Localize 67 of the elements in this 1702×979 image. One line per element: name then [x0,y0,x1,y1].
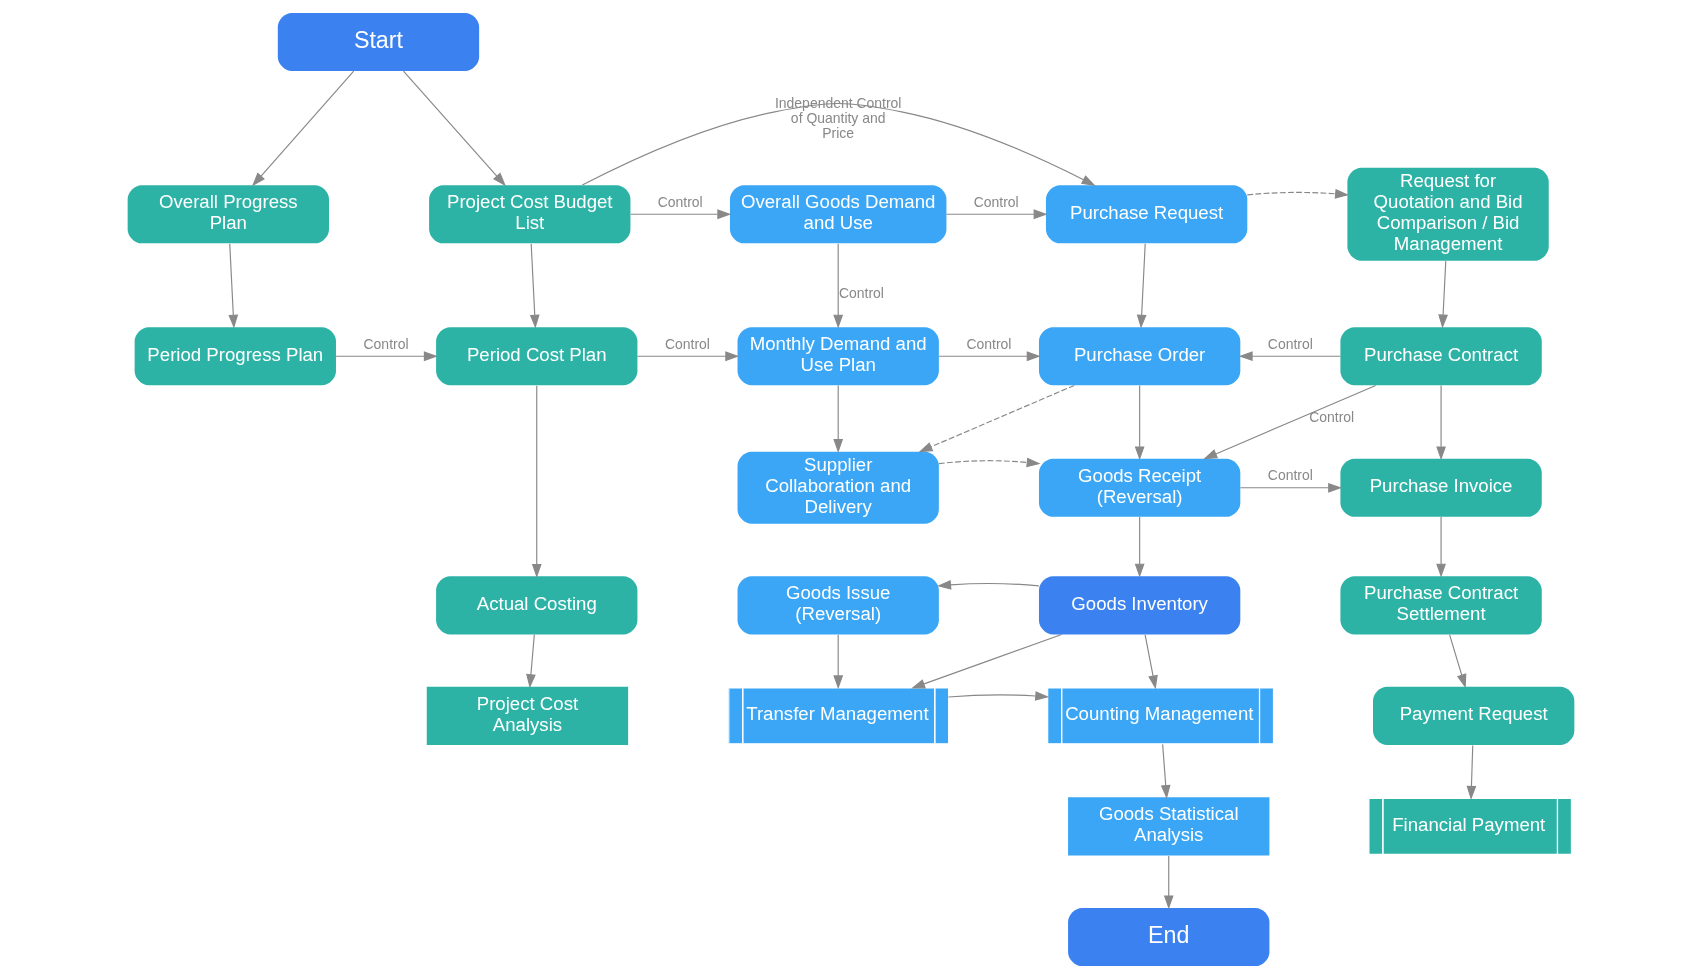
node-box: Monthly Demand and Use Plan [737,327,939,386]
arrow [335,351,438,362]
node-box: Project Cost Analysis [426,686,629,745]
arrow [938,351,1041,362]
arrow [918,384,1075,453]
arrow [1203,384,1377,460]
arrow [1238,351,1341,362]
node-box: Goods Inventory [1038,576,1241,635]
arrow [1134,516,1145,578]
arrow [1438,260,1448,329]
arrow [1246,188,1350,199]
node-box: Purchase Order [1038,327,1241,386]
arrow [945,209,1048,220]
edge-label: Control [657,193,703,210]
arrow [402,70,506,187]
edge-label: Control [1267,335,1313,352]
node-box: Request for Quotation and Bid Comparison / Bid Management [1347,167,1549,261]
edge-label: Control [838,284,884,301]
node-box: Actual Costing [436,576,638,635]
node-box: Goods Issue (Reversal) [737,576,939,635]
arrow [833,243,844,329]
arrow [947,691,1050,701]
arrow [938,457,1041,468]
arrow [228,243,239,329]
node-box: Purchase Contract Settlement [1340,576,1542,635]
node-box: End [1068,907,1270,967]
node-box: Start [277,12,480,72]
node-box: Overall Goods Demand and Use [729,185,947,244]
node-box: Purchase Contract [1340,327,1542,386]
arrow [937,579,1040,590]
arrow [636,351,740,362]
arrow [252,70,355,187]
node-box: Supplier Collaboration and Delivery [737,451,939,524]
edge-label: Control [363,335,409,352]
arrow [1136,243,1147,329]
node-box: Payment Request [1373,686,1575,745]
node-box: Overall Progress Plan [127,185,329,244]
arrow [833,384,844,453]
arrow [1134,384,1145,461]
arrow [833,634,844,690]
arrow [1163,855,1174,910]
arrow [531,385,542,578]
arrow [1466,744,1477,800]
node-box: Goods Receipt (Reversal) [1038,458,1241,517]
edge-label: Control [1309,409,1355,426]
arrow [1436,516,1446,578]
node-box: Project Cost Budget List [429,185,631,244]
node-box: Period Cost Plan [436,327,638,386]
arrow [529,243,540,329]
arrow [581,102,1096,186]
arrow [526,634,536,689]
arrow [1436,384,1446,461]
node-box: Period Progress Plan [134,327,336,386]
arrow [1239,482,1343,493]
arrow [1144,634,1158,690]
edge-label: Control [1267,467,1313,484]
arrow [630,209,732,220]
arrow [1449,634,1467,689]
edge-label: Independent Control of Quantity and Price [774,94,902,142]
node-box: Purchase Request [1045,185,1248,244]
edge-label: Control [664,335,710,352]
node-box: Purchase Invoice [1340,458,1542,517]
node-box: Goods Statistical Analysis [1068,797,1270,856]
arrow [911,633,1063,689]
edge-label: Control [973,193,1019,210]
arrow [1160,743,1171,799]
edge-label: Control [966,335,1012,352]
